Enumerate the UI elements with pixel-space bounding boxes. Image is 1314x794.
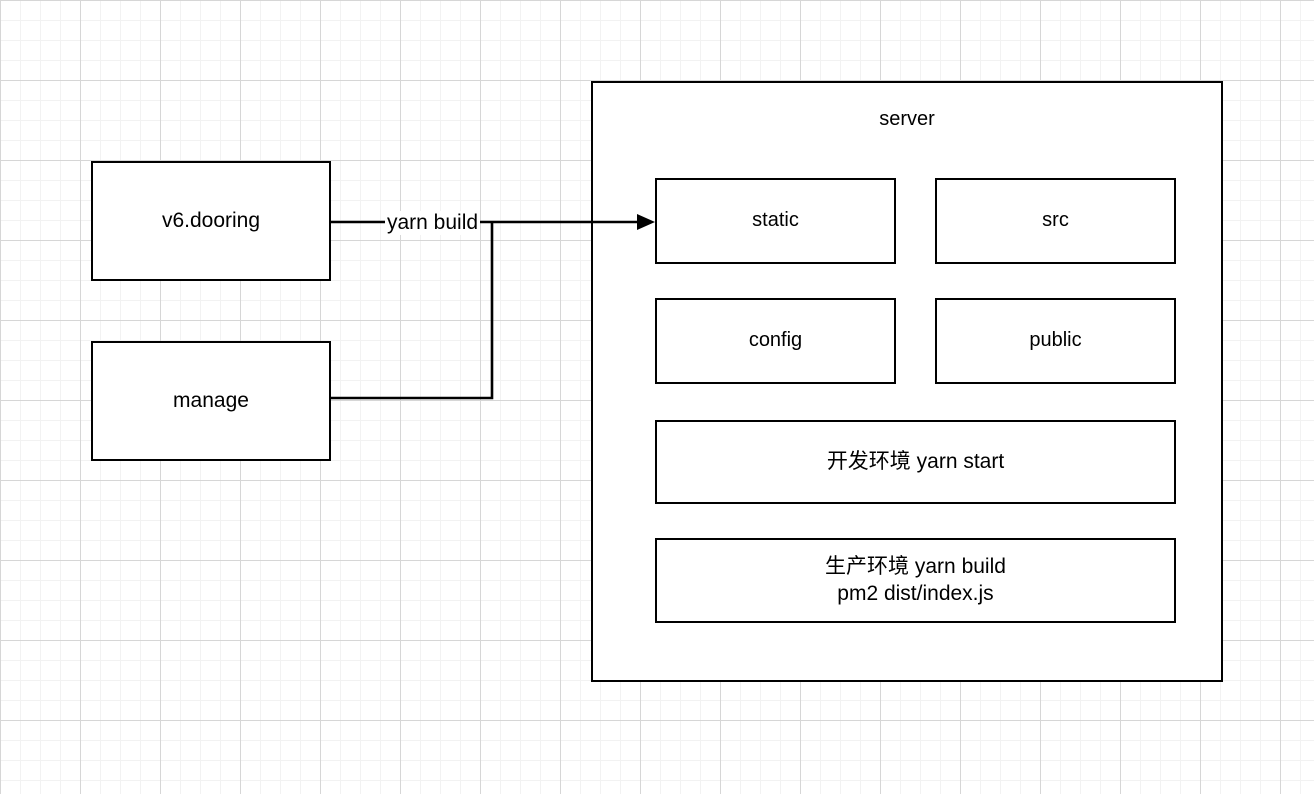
- group-server-title: server: [879, 108, 935, 130]
- node-static[interactable]: static: [655, 178, 896, 264]
- node-v6-dooring[interactable]: v6.dooring: [91, 161, 331, 281]
- edge-label-yarn-build: yarn build: [385, 211, 481, 235]
- node-prod-environment-command[interactable]: 生产环境 yarn build pm2 dist/index.js: [655, 538, 1176, 623]
- node-manage[interactable]: manage: [91, 341, 331, 461]
- node-config[interactable]: config: [655, 298, 896, 384]
- connector-manage-to-junction: [331, 222, 494, 400]
- node-dev-environment-command[interactable]: 开发环境 yarn start: [655, 420, 1176, 504]
- node-public[interactable]: public: [935, 298, 1176, 384]
- node-src[interactable]: src: [935, 178, 1176, 264]
